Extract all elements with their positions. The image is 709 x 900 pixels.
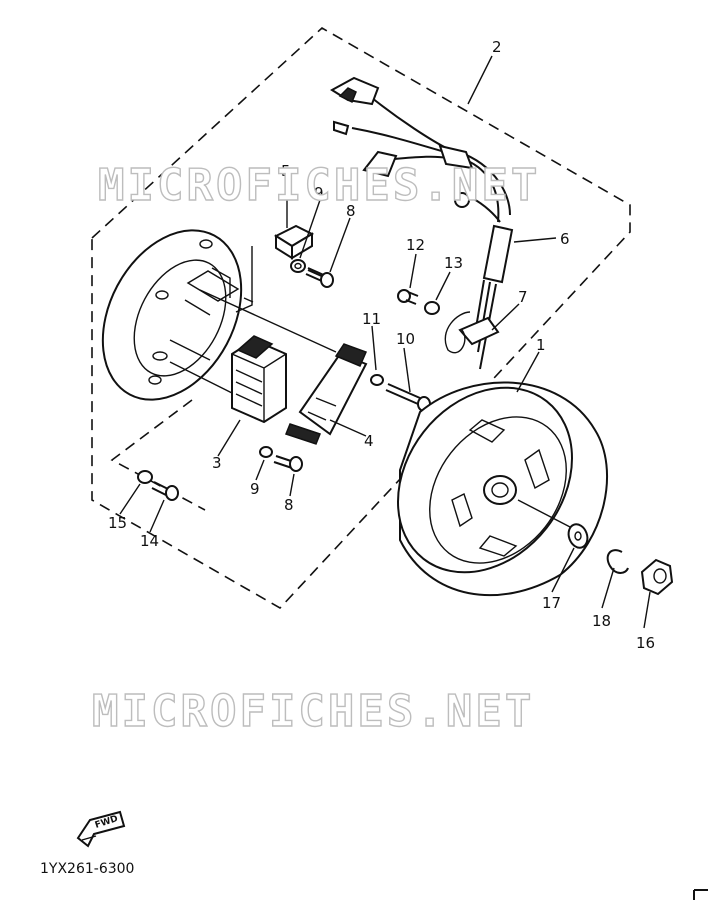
base-plate xyxy=(101,229,243,401)
washer-9-bottom xyxy=(259,446,273,458)
flywheel xyxy=(397,381,608,597)
callout-2: 2 xyxy=(492,38,502,56)
callout-1: 1 xyxy=(536,336,546,354)
washer-17 xyxy=(567,523,589,549)
washer-15 xyxy=(137,470,153,484)
callout-5: 5 xyxy=(281,162,291,180)
callout-7: 7 xyxy=(518,288,528,306)
nut-16 xyxy=(640,558,674,596)
washer-13 xyxy=(424,301,440,315)
callout-labels: 2 6 7 1 5 9 8 12 13 11 10 4 3 9 8 15 14 … xyxy=(108,38,655,652)
leader-lines xyxy=(119,55,651,629)
fwd-arrow-icon: FWD xyxy=(76,810,126,848)
part-5-clip xyxy=(273,224,315,260)
corner-mark xyxy=(693,889,708,900)
watermark-bottom: MICROFICHES.NET xyxy=(92,686,534,737)
bolt-14 xyxy=(151,481,179,501)
lock-washer-18 xyxy=(606,549,629,574)
wire-harness xyxy=(330,76,514,370)
callout-4: 4 xyxy=(364,432,374,450)
part-code: 1YX261-6300 xyxy=(40,861,134,877)
washer-11 xyxy=(370,374,384,386)
bolt-8-top xyxy=(305,267,334,288)
callout-3: 3 xyxy=(212,454,222,472)
callout-8-bottom: 8 xyxy=(284,496,294,514)
callout-9-bottom: 9 xyxy=(250,480,260,498)
part-4-coil xyxy=(285,343,368,445)
callout-11: 11 xyxy=(362,310,381,328)
callout-14: 14 xyxy=(140,532,159,550)
callout-16: 16 xyxy=(636,634,655,652)
bolt-12 xyxy=(397,289,419,305)
callout-10: 10 xyxy=(396,330,415,348)
callout-18: 18 xyxy=(592,612,611,630)
assembly-boundary xyxy=(91,27,631,610)
watermark-top: MICROFICHES.NET xyxy=(98,160,540,211)
part-3-coil xyxy=(231,335,287,424)
callout-12: 12 xyxy=(406,236,425,254)
callout-8-top: 8 xyxy=(346,202,356,220)
bolt-10 xyxy=(385,383,431,412)
callout-9-top: 9 xyxy=(314,184,324,202)
callout-13: 13 xyxy=(444,254,463,272)
callout-17: 17 xyxy=(542,594,561,612)
callout-15: 15 xyxy=(108,514,127,532)
bolt-8-bottom xyxy=(273,455,303,472)
washer-9-top xyxy=(290,259,306,273)
callout-6: 6 xyxy=(560,230,570,248)
base-plate-boundary xyxy=(110,399,206,511)
